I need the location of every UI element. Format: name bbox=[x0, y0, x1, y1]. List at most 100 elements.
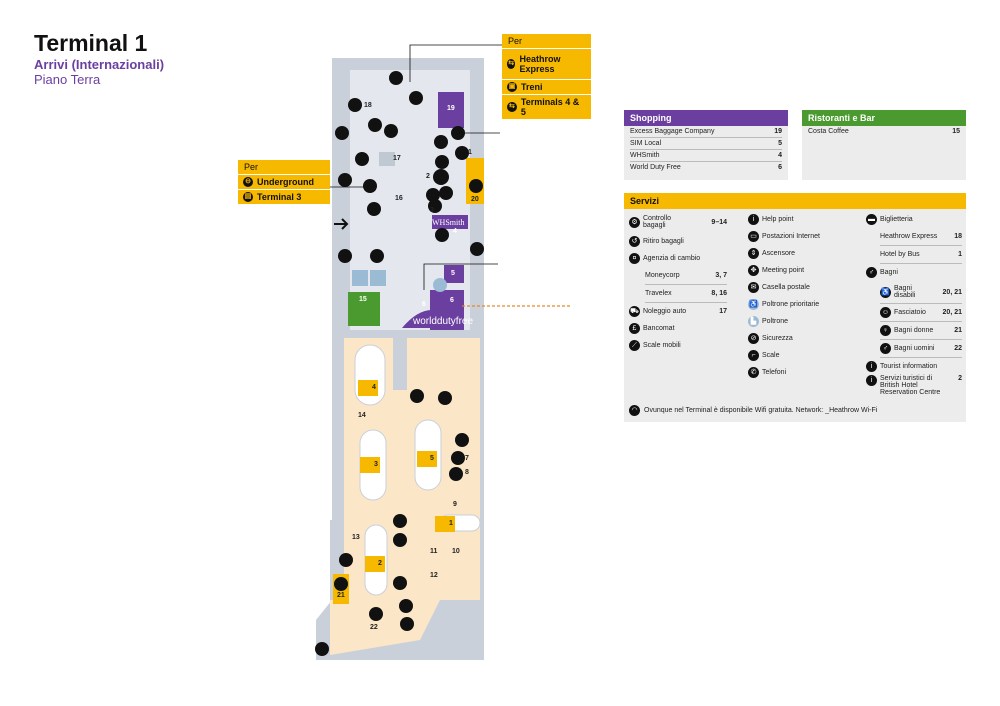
list-item: ♂Bagni bbox=[866, 264, 962, 281]
num: 21 bbox=[954, 327, 962, 334]
page-subtitle: Arrivi (Internazionali) bbox=[34, 57, 165, 72]
num: 18 bbox=[954, 233, 962, 240]
box-21: 21 bbox=[337, 592, 345, 599]
service-icon bbox=[434, 135, 448, 149]
arrivals-hall bbox=[350, 70, 470, 330]
service-icon bbox=[363, 179, 377, 193]
service-icon bbox=[338, 249, 352, 263]
shop-4 bbox=[432, 215, 468, 229]
belt-marker-3 bbox=[360, 457, 380, 473]
belt-label-3: 3 bbox=[374, 461, 378, 468]
food-title: Ristoranti e Bar bbox=[802, 110, 966, 126]
shop-name: SIM Local bbox=[630, 140, 662, 147]
shop-num: 5 bbox=[778, 140, 782, 147]
service-icon bbox=[339, 553, 353, 567]
service-icon bbox=[451, 126, 465, 140]
sign-row-terminal3: Terminal 3 bbox=[257, 192, 302, 202]
belt-label-1: 1 bbox=[449, 520, 453, 527]
shop-name: Excess Baggage Company bbox=[630, 128, 715, 135]
shop-name: World Duty Free bbox=[630, 164, 681, 171]
label: Controllo bagagli bbox=[643, 215, 672, 229]
map-label-2: 2 bbox=[426, 173, 430, 180]
toilet-icon bbox=[334, 577, 348, 591]
cafe-15 bbox=[348, 292, 380, 326]
label: Heathrow Express bbox=[880, 233, 938, 240]
postbox-icon: ✉ bbox=[748, 282, 759, 293]
label: Bagni disabili bbox=[894, 285, 916, 299]
list-item: ♿Poltrone prioritarie bbox=[748, 296, 858, 313]
sign-header: Per bbox=[238, 160, 330, 175]
train-icon: ▣ bbox=[507, 82, 517, 92]
shop-num: 19 bbox=[774, 128, 782, 135]
service-icon bbox=[367, 202, 381, 216]
box-4: 4 bbox=[453, 228, 457, 235]
label: Bagni donne bbox=[894, 327, 934, 334]
map-label-22: 22 bbox=[370, 624, 378, 631]
shop-19 bbox=[438, 92, 464, 128]
label: Travelex bbox=[645, 290, 672, 297]
map-label-14: 14 bbox=[358, 412, 366, 419]
tourist-services-icon: i bbox=[866, 375, 877, 386]
service-icon bbox=[399, 599, 413, 613]
num: 1 bbox=[958, 251, 962, 258]
shop-5 bbox=[444, 265, 464, 283]
label: Postazioni Internet bbox=[762, 233, 820, 240]
label: Casella postale bbox=[762, 284, 810, 291]
map-label-13: 13 bbox=[352, 534, 360, 541]
belt-label-2: 2 bbox=[378, 560, 382, 567]
wifi-note: ◠ Ovunque nel Terminal è disponibile Wif… bbox=[629, 405, 877, 416]
label: Ritiro bagagli bbox=[643, 238, 684, 245]
list-item: ⇕Ascensore bbox=[748, 245, 858, 262]
list-item: Excess Baggage Company 19 bbox=[630, 126, 782, 138]
priority-seating-icon: ♿ bbox=[748, 299, 759, 310]
box-6a: 6 bbox=[422, 301, 426, 308]
escalator-icon: ⟋ bbox=[629, 340, 640, 351]
atm-icon: £ bbox=[629, 323, 640, 334]
heathrow-express-icon: ⇆ bbox=[507, 59, 516, 69]
toilet-icon bbox=[369, 607, 383, 621]
label: Poltrone prioritarie bbox=[762, 301, 820, 308]
map-label-1: 1 bbox=[468, 149, 472, 156]
food-num: 15 bbox=[952, 128, 960, 135]
seating-icon: ▙ bbox=[748, 316, 759, 327]
tourist-info-icon: i bbox=[866, 361, 877, 372]
shop-6-b bbox=[430, 290, 464, 330]
service-icon bbox=[439, 186, 453, 200]
service-icon bbox=[449, 467, 463, 481]
service-icon bbox=[338, 173, 352, 187]
list-item: Heathrow Express 18 bbox=[880, 228, 962, 246]
shop-name: WHSmith bbox=[630, 152, 660, 159]
box-20: 20 bbox=[471, 196, 479, 203]
num: 20, 21 bbox=[942, 288, 962, 296]
service-icon bbox=[348, 98, 362, 112]
belt-label-5: 5 bbox=[430, 455, 434, 462]
service-icon bbox=[470, 242, 484, 256]
list-item: ↺Ritiro bagagli bbox=[629, 233, 727, 250]
sign-heathrow-express: Per ⇆Heathrow Express ▣Treni ⇆Terminals … bbox=[502, 34, 591, 119]
servizi-title: Servizi bbox=[624, 193, 966, 209]
label: Meeting point bbox=[762, 267, 805, 274]
service-icon bbox=[400, 617, 414, 631]
list-item: ▭Postazioni Internet bbox=[748, 228, 858, 245]
label: Scale mobili bbox=[643, 342, 681, 349]
map-label-8: 8 bbox=[465, 469, 469, 476]
list-item: ✥Meeting point bbox=[748, 262, 858, 279]
whsmith-logo: WHSmith bbox=[432, 218, 465, 227]
service-icon bbox=[389, 71, 403, 85]
car-hire-icon: ⛟ bbox=[629, 306, 640, 317]
label: Bancomat bbox=[643, 325, 675, 332]
service-icon bbox=[393, 533, 407, 547]
box-5: 5 bbox=[451, 270, 455, 277]
service-icon bbox=[370, 249, 384, 263]
service-icon bbox=[368, 118, 382, 132]
help-point-icon: i bbox=[748, 214, 759, 225]
map-label-7: 7 bbox=[465, 455, 469, 462]
stairs-icon: ⌐ bbox=[748, 350, 759, 361]
